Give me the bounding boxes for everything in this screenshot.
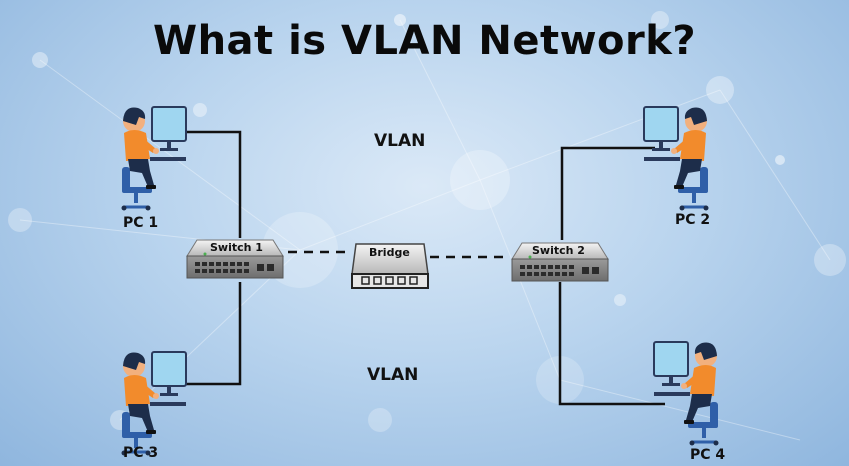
- pc-2-label: PC 2: [675, 212, 711, 228]
- user-at-computer-icon: [652, 340, 721, 448]
- link-pc2-switch2: [560, 146, 655, 240]
- dashed-links: [288, 250, 510, 259]
- user-at-computer-icon: [642, 105, 711, 213]
- switch-2-label: Switch 2: [532, 244, 585, 257]
- vlan-label-bottom: VLAN: [367, 365, 419, 385]
- pc-3-label: PC 3: [123, 445, 159, 461]
- link-pc4-switch2: [558, 282, 665, 406]
- user-at-computer-icon: [119, 105, 188, 213]
- vlan-label-top: VLAN: [374, 131, 426, 151]
- link-pc3-switch1: [182, 282, 242, 386]
- switch-1-label: Switch 1: [210, 241, 263, 254]
- solid-links: [182, 130, 665, 406]
- pc-4-label: PC 4: [690, 447, 726, 463]
- user-at-computer-icon: [119, 350, 188, 458]
- link-pc1-switch1: [182, 130, 242, 238]
- bridge-label: Bridge: [369, 246, 410, 259]
- pc-1-label: PC 1: [123, 215, 159, 231]
- diagram-title: What is VLAN Network?: [152, 18, 697, 64]
